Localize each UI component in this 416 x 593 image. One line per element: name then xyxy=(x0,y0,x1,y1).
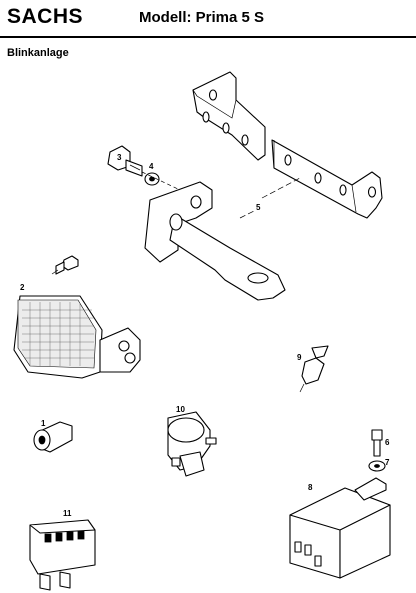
part-number-9: 9 xyxy=(297,353,302,362)
relay-part-8 xyxy=(289,477,391,579)
part-number-6: 6 xyxy=(385,438,390,447)
section-title: Blinkanlage xyxy=(7,47,69,59)
connector-part-11 xyxy=(29,519,96,591)
model-name: Modell: Prima 5 S xyxy=(139,9,265,26)
page-header: SACHS Modell: Prima 5 S xyxy=(0,0,416,36)
brand-name: SACHS xyxy=(7,5,84,28)
header-divider xyxy=(0,36,416,38)
bracket-lower xyxy=(271,139,383,219)
part-number-2: 2 xyxy=(20,283,25,292)
screw-part-6 xyxy=(371,429,383,457)
part-number-5: 5 xyxy=(256,203,261,212)
indicator-arm xyxy=(144,181,286,301)
bracket-upper xyxy=(192,71,266,161)
part-number-3: 3 xyxy=(117,153,122,162)
part-number-1: 1 xyxy=(41,419,46,428)
part-number-11: 11 xyxy=(63,509,72,518)
washer-part-7 xyxy=(368,460,386,472)
socket-part-1 xyxy=(33,421,73,453)
bolt-part-3 xyxy=(107,145,143,177)
screw-small xyxy=(51,255,79,275)
part-number-7: 7 xyxy=(385,458,390,467)
part-number-10: 10 xyxy=(176,405,185,414)
washer-part-4 xyxy=(144,172,160,186)
indicator-lamp-part-2 xyxy=(13,295,141,379)
switch-part-10 xyxy=(167,411,217,477)
bulb-part-9 xyxy=(299,345,329,393)
part-number-8: 8 xyxy=(308,483,313,492)
part-number-4: 4 xyxy=(149,162,154,171)
